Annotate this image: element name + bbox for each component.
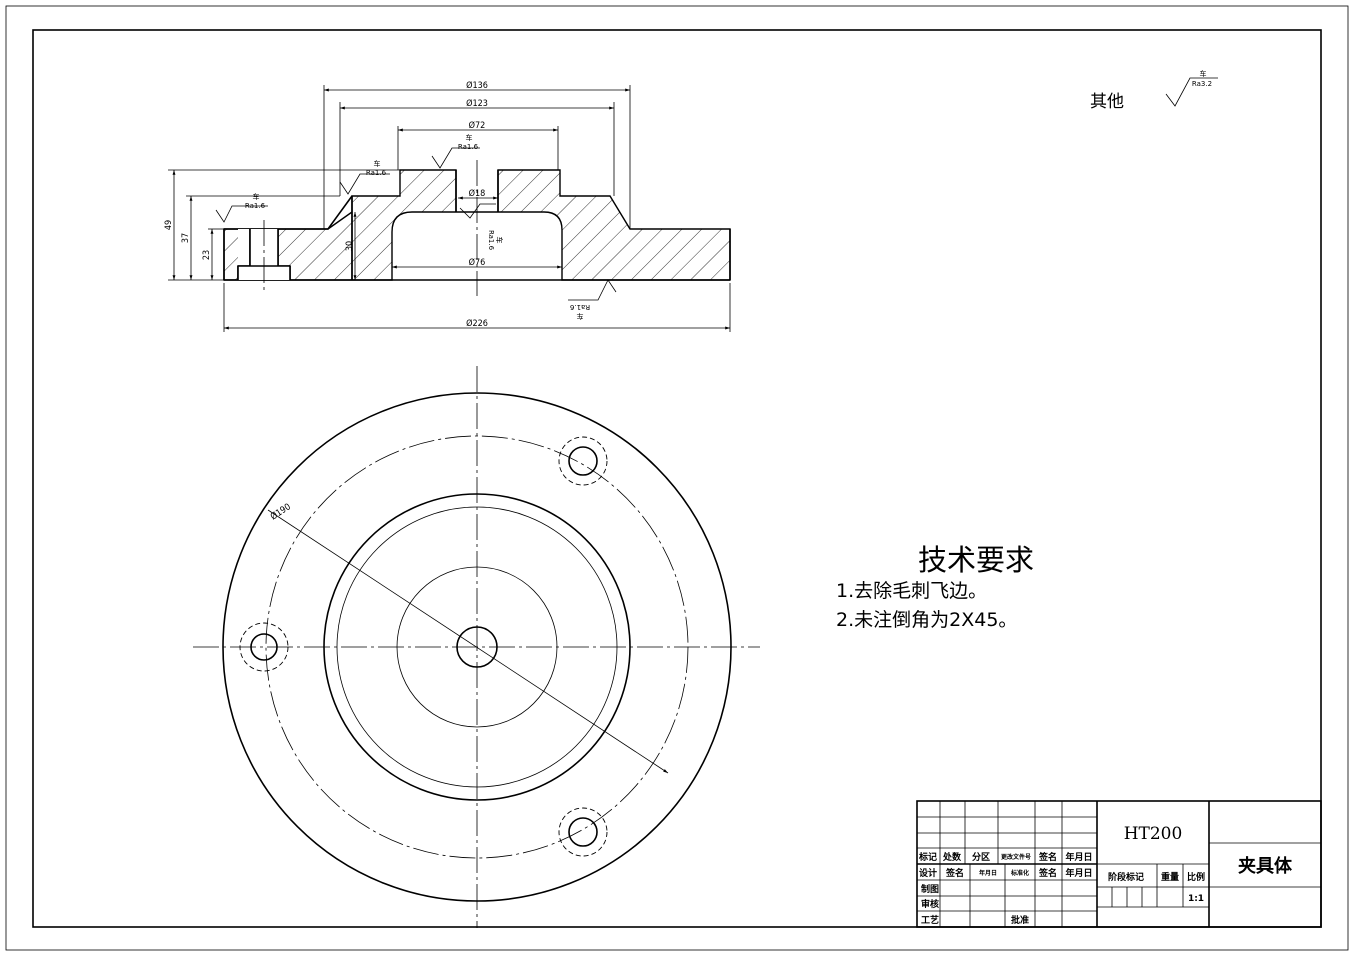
finish-ra-1: Ra1.6 <box>245 202 266 210</box>
finish-ra-3: Ra1.6 <box>458 143 479 151</box>
tech-req-item-2: 2.未注倒角为2X45。 <box>836 609 1017 631</box>
dim-d72: Ø72 <box>469 120 486 131</box>
tb-count: 处数 <box>942 851 962 863</box>
dim-d226: Ø226 <box>466 318 488 329</box>
dim-h30: 30 <box>345 241 355 251</box>
tb-signature: 签名 <box>1038 851 1057 863</box>
dim-h49: 49 <box>164 220 174 230</box>
tb-zone: 分区 <box>972 851 990 863</box>
tb-weight: 重量 <box>1161 871 1179 883</box>
tb-std-sign: 签名 <box>1038 867 1057 879</box>
finish-ra-5: Ra1.6 <box>569 303 590 311</box>
dim-d190: Ø190 <box>268 501 292 522</box>
tb-scale-value: 1:1 <box>1188 894 1204 904</box>
bolt-hole-top-right <box>558 436 608 486</box>
tb-material: HT200 <box>1124 824 1183 844</box>
dim-h23: 23 <box>202 250 212 260</box>
title-block: 标记 处数 分区 更改文件号 签名 年月日 设计 签名 年月日 标准化 签名 年… <box>916 800 1322 928</box>
d190-leader <box>267 509 669 774</box>
finish-method-5: 车 <box>577 312 584 321</box>
tb-process: 工艺 <box>921 914 939 926</box>
section-view <box>223 160 731 296</box>
inner-frame <box>32 29 1322 928</box>
other-finish-note: 其他 车 Ra3.2 <box>1090 69 1218 112</box>
other-finish-ra: Ra3.2 <box>1192 80 1212 88</box>
dim-d123: Ø123 <box>466 98 488 109</box>
other-label: 其他 <box>1090 92 1124 112</box>
dim-h37: 37 <box>181 233 191 243</box>
tb-std-date: 年月日 <box>1065 867 1092 879</box>
tb-change-doc: 更改文件号 <box>1001 853 1031 861</box>
tech-req-title: 技术要求 <box>918 543 1034 577</box>
bolt-hole-bottom-right <box>558 807 608 857</box>
finish-ra-4: Ra1.6 <box>487 230 495 251</box>
plan-view: Ø190 <box>193 366 760 928</box>
technical-requirements: 技术要求 1.去除毛刺飞边。 2.未注倒角为2X45。 <box>836 543 1034 631</box>
section-dimensions <box>168 85 731 332</box>
tb-part-name: 夹具体 <box>1238 855 1293 877</box>
section-dimension-texts: Ø136 Ø123 Ø72 Ø18 Ø76 Ø226 49 37 23 30 车… <box>164 80 590 329</box>
finish-method-4: 车 <box>495 237 504 244</box>
finish-method-3: 车 <box>466 133 473 142</box>
bolt-hole-left <box>239 622 289 672</box>
tb-design-date: 年月日 <box>979 869 997 877</box>
tb-design: 设计 <box>919 867 937 879</box>
tb-standardize: 标准化 <box>1010 869 1029 877</box>
dim-d18: Ø18 <box>469 188 486 199</box>
tb-mark: 标记 <box>918 851 937 863</box>
finish-method-1: 车 <box>253 192 260 201</box>
tb-drawing: 制图 <box>921 883 939 895</box>
tb-date: 年月日 <box>1065 851 1092 863</box>
tb-sign: 签名 <box>945 867 964 879</box>
outline-left-step <box>224 195 353 230</box>
finish-symbol-4 <box>459 203 496 219</box>
tb-approve: 批准 <box>1011 914 1029 926</box>
finish-symbol-1 <box>215 205 268 223</box>
finish-method-2: 车 <box>374 159 381 168</box>
finish-symbol-2 <box>339 173 390 195</box>
tb-review: 审核 <box>921 898 939 910</box>
dim-d136: Ø136 <box>466 80 488 91</box>
tech-req-item-1: 1.去除毛刺飞边。 <box>836 580 987 602</box>
finish-symbol-3 <box>431 147 480 169</box>
other-finish-symbol <box>1165 77 1218 107</box>
tb-ratio: 比例 <box>1187 871 1205 883</box>
finish-ra-2: Ra1.6 <box>366 169 387 177</box>
tb-stage-mark: 阶段标记 <box>1108 871 1144 883</box>
other-finish-method: 车 <box>1200 69 1207 78</box>
finish-symbol-5 <box>568 279 617 301</box>
outer-border <box>5 5 1349 951</box>
dim-d76: Ø76 <box>469 257 486 268</box>
